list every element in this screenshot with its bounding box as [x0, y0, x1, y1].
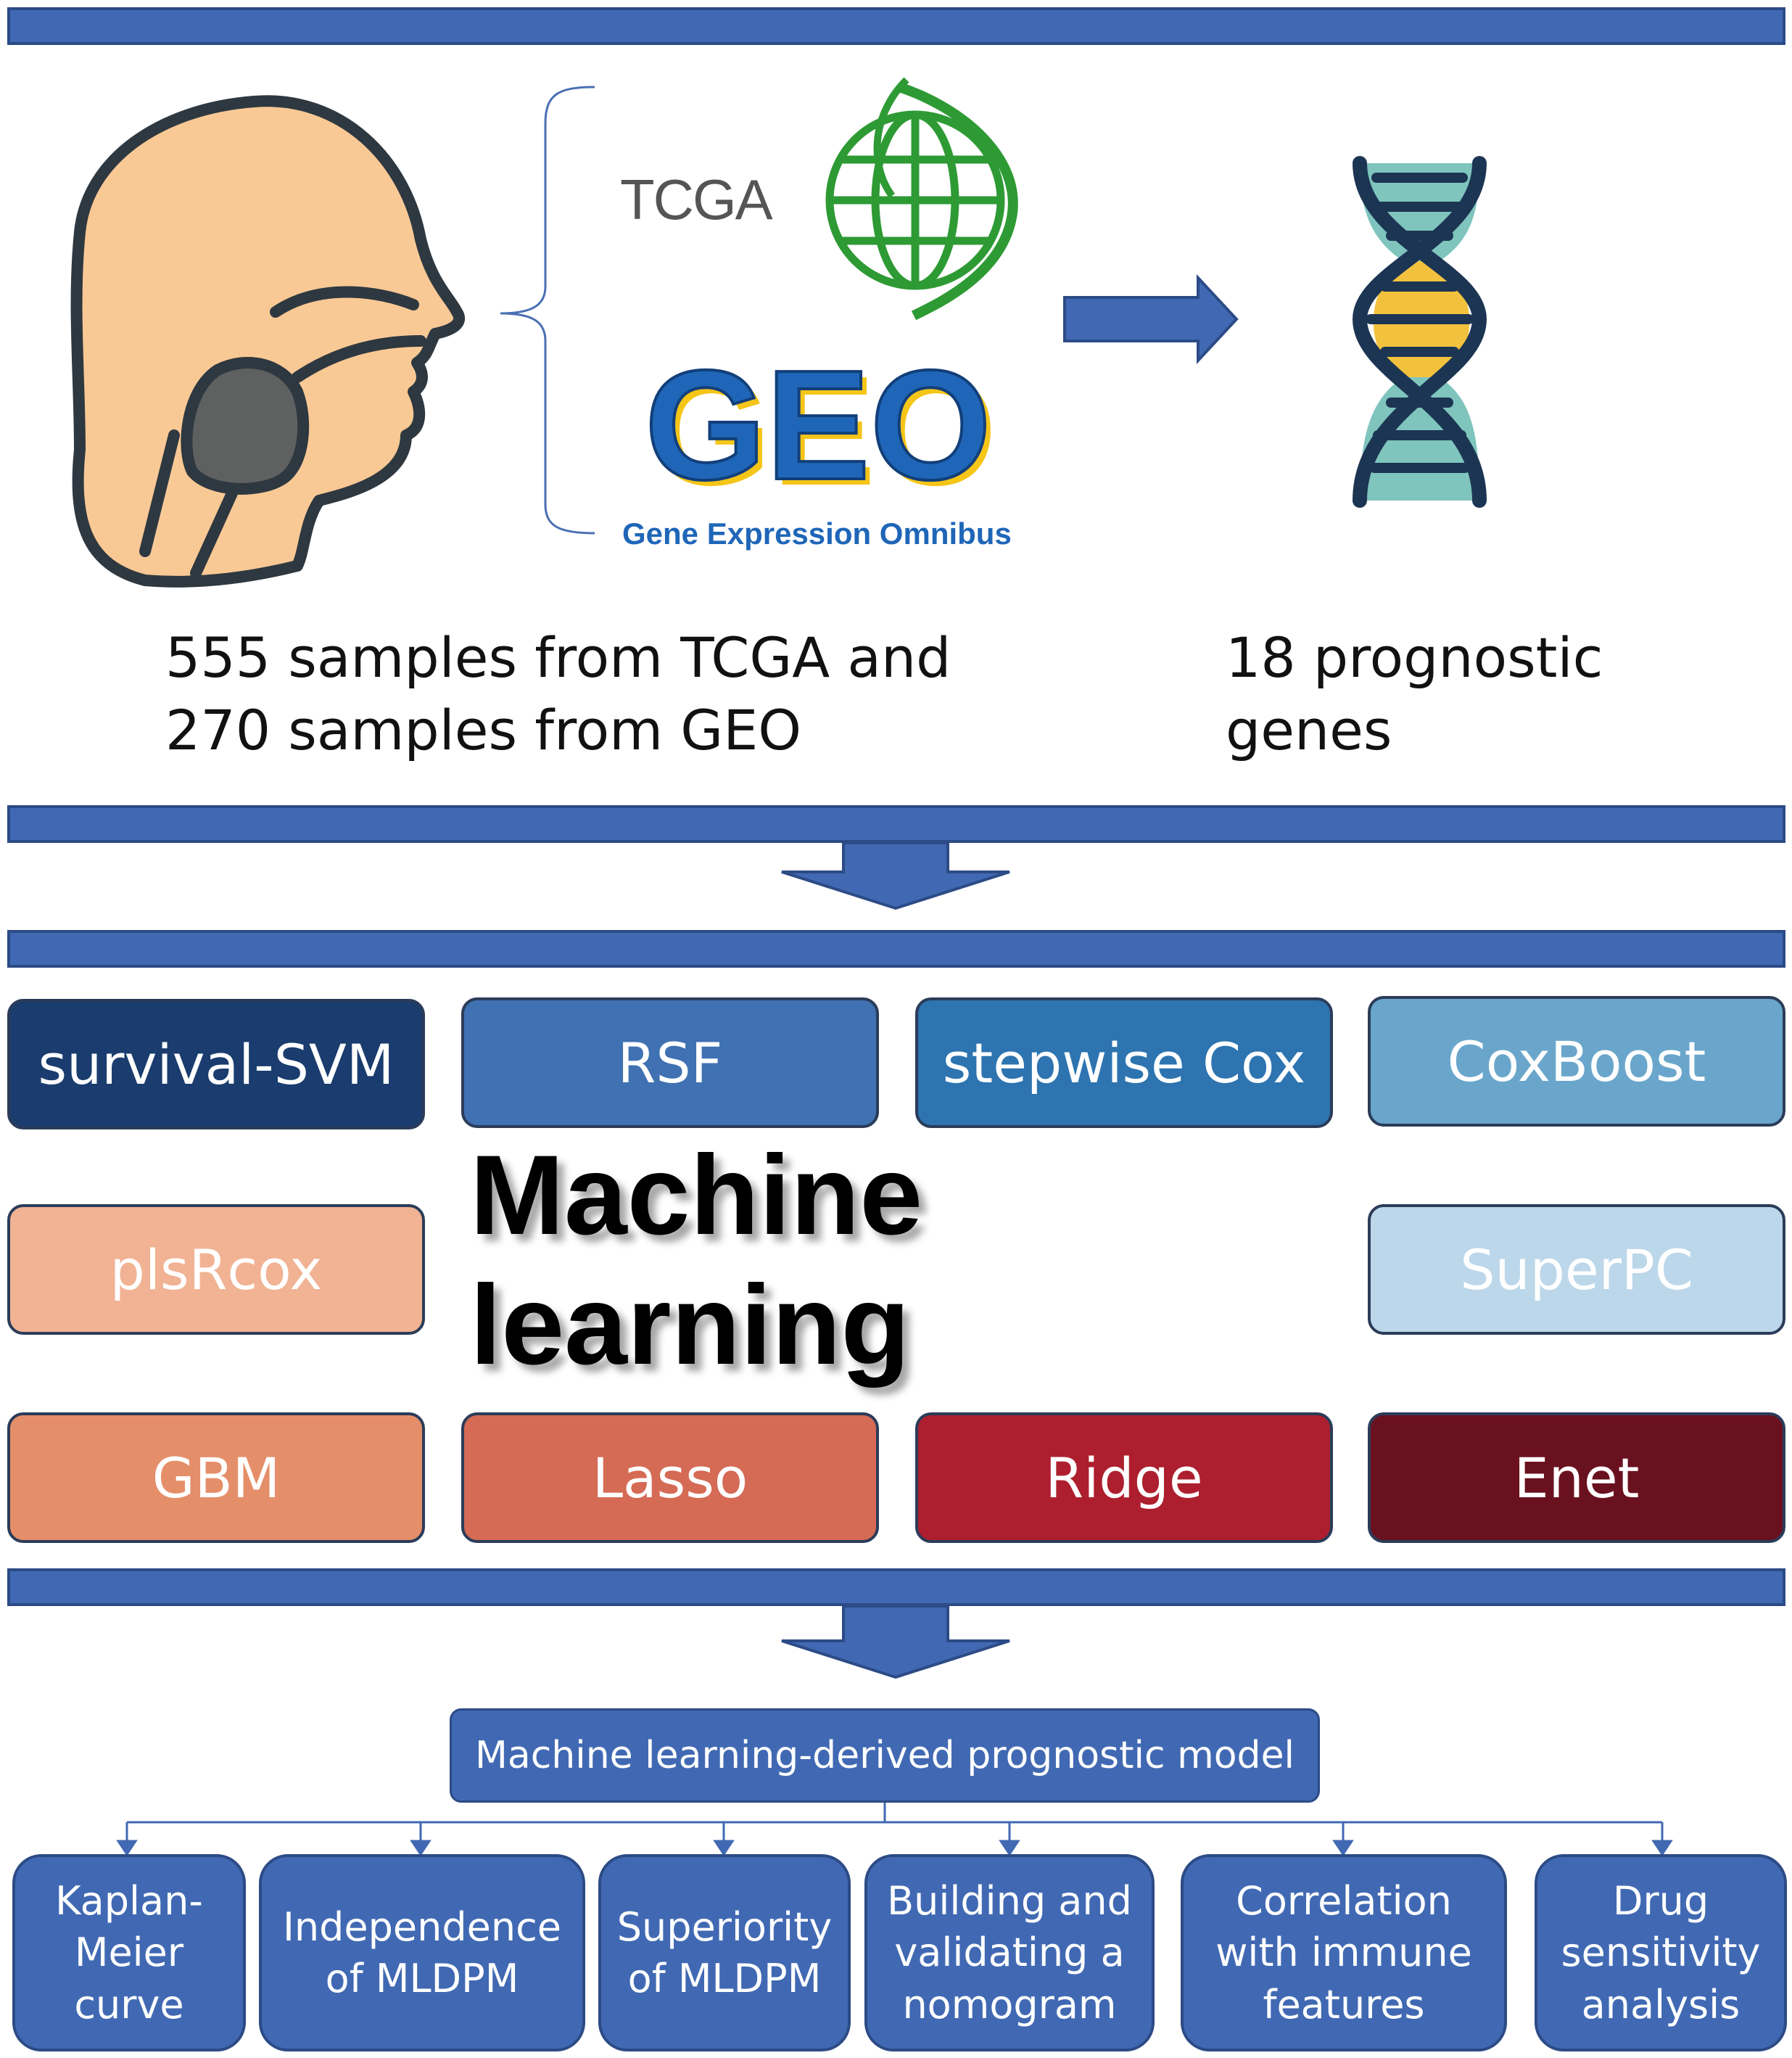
prognostic-model-box: Machine learning-derived prognostic mode…: [450, 1708, 1320, 1803]
output-kaplan-meier: Kaplan- Meier curve: [12, 1854, 246, 2051]
method-stepwise-cox: stepwise Cox: [915, 997, 1333, 1128]
tcga-logo-text: TCGA: [620, 168, 773, 231]
curly-brace: [500, 86, 595, 535]
method-survival-svm: survival-SVM: [7, 999, 425, 1129]
geo-logo-subtitle: Gene Expression Omnibus: [622, 516, 1012, 551]
machine-learning-title: Machine learning: [470, 1132, 923, 1388]
output-nomogram: Building and validating a nomogram: [864, 1854, 1155, 2051]
genes-caption-line1: 18 prognostic: [1226, 625, 1603, 690]
separator-bar-1: [7, 805, 1785, 843]
output-superiority: Superiority of MLDPM: [598, 1854, 851, 2051]
method-enet: Enet: [1368, 1412, 1785, 1543]
method-coxboost: CoxBoost: [1368, 996, 1785, 1127]
samples-caption-line2: 270 samples from GEO: [165, 698, 802, 762]
down-arrow-1: [781, 841, 1010, 910]
output-independence: Independence of MLDPM: [259, 1854, 585, 2051]
right-arrow: [1063, 273, 1239, 365]
output-drug-sensitivity: Drug sensitivity analysis: [1535, 1854, 1787, 2051]
method-gbm: GBM: [7, 1412, 425, 1543]
head-icon: [70, 95, 466, 588]
output-immune: Correlation with immune features: [1181, 1854, 1507, 2051]
method-rsf: RSF: [461, 997, 879, 1128]
method-plsrcox: plsRcox: [7, 1204, 425, 1335]
dna-icon: [1352, 156, 1487, 508]
method-lasso: Lasso: [461, 1412, 879, 1543]
geo-logo: GEO GEO: [643, 336, 997, 518]
connector-lines: [116, 1803, 1673, 1856]
method-ridge: Ridge: [915, 1412, 1333, 1543]
svg-text:GEO: GEO: [645, 337, 991, 512]
samples-caption-line1: 555 samples from TCGA and: [165, 625, 951, 690]
down-arrow-2: [781, 1605, 1010, 1679]
method-superpc: SuperPC: [1368, 1204, 1785, 1335]
separator-bar-2: [7, 930, 1785, 968]
globe-icon: [825, 77, 1018, 321]
top-bar: [7, 7, 1785, 45]
genes-caption-line2: genes: [1226, 698, 1392, 762]
svg-text:GEO: GEO: [651, 343, 997, 518]
